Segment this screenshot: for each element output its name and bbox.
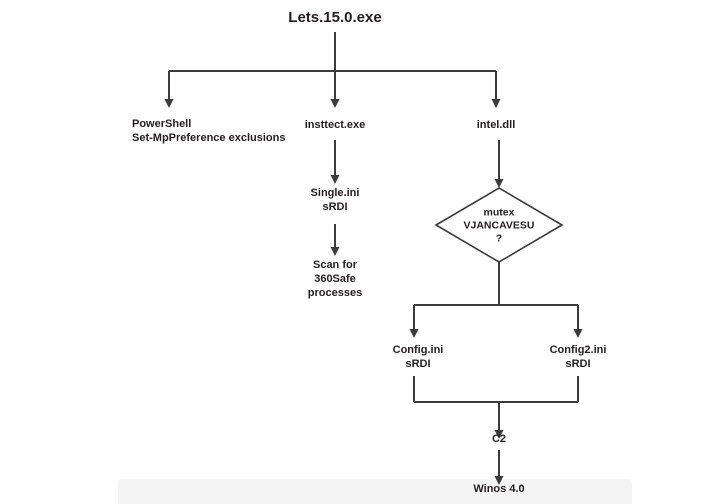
root-node-label: Lets.15.0.exe xyxy=(288,9,382,26)
mutex-decision-diamond xyxy=(434,187,564,263)
node-config2-ini: Config2.ini sRDI xyxy=(549,344,607,370)
arrowhead-single-ini xyxy=(330,175,340,184)
node-c2: C2 xyxy=(491,433,507,445)
arrowhead-intel xyxy=(491,99,501,108)
node-config-ini: Config.ini sRDI xyxy=(392,344,444,370)
arrowhead-insttect xyxy=(330,99,340,108)
arrowhead-powershell xyxy=(164,99,174,108)
arrowhead-config-ini xyxy=(409,329,419,338)
node-scan-360safe: Scan for 360Safe processes xyxy=(307,259,363,299)
arrowhead-c2 xyxy=(494,430,504,439)
arrowhead-scan-360safe xyxy=(330,247,340,256)
arrowhead-mutex xyxy=(494,179,504,188)
node-winos: Winos 4.0 xyxy=(473,483,525,495)
node-powershell: PowerShell Set-MpPreference exclusions xyxy=(132,118,286,144)
arrowhead-winos xyxy=(494,476,504,485)
bottom-band xyxy=(118,479,632,504)
node-insttect-exe: insttect.exe xyxy=(304,119,366,131)
node-intel-dll: intel.dll xyxy=(476,119,516,131)
arrowhead-config2-ini xyxy=(573,329,583,338)
node-single-ini: Single.ini sRDI xyxy=(310,187,360,213)
